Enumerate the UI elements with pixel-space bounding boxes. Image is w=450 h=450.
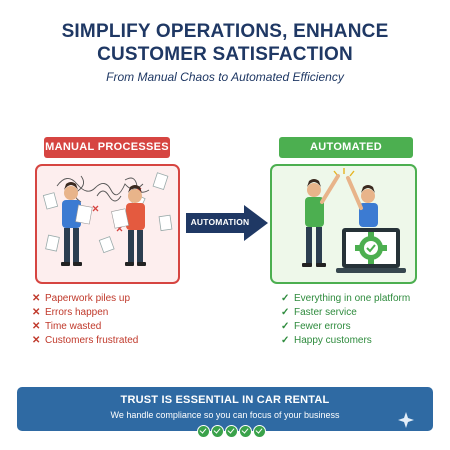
check-badge-icon: [197, 425, 210, 438]
manual-processes-label: MANUAL PROCESSES: [44, 137, 170, 158]
page-subtitle: From Manual Chaos to Automated Efficienc…: [106, 70, 344, 84]
check-badge-icon: [211, 425, 224, 438]
list-item: ✓Fewer errors: [281, 321, 351, 332]
x-mark-icon: ✕: [32, 321, 41, 332]
sparkle-icon: [398, 412, 414, 428]
title-line-2: CUSTOMER SATISFACTION: [97, 44, 353, 65]
check-icon: ✓: [281, 321, 290, 332]
list-item: ✕Paperwork piles up: [32, 293, 131, 304]
automated-platform-illustration: [270, 164, 417, 284]
automation-arrow-label: AUTOMATION: [190, 217, 250, 227]
manual-processes-illustration: [35, 164, 180, 284]
check-icon: ✓: [281, 335, 290, 346]
check-icon: ✓: [281, 307, 290, 318]
x-mark-icon: ✕: [32, 335, 41, 346]
stressed-person-left: [61, 182, 93, 266]
happy-person-right: [346, 176, 378, 227]
gear-check-icon: [355, 232, 387, 264]
check-badge-icon: [225, 425, 238, 438]
automated-platform-label: AUTOMATED PLATFORM: [279, 137, 413, 174]
check-icon: ✓: [281, 293, 290, 304]
list-item: ✕Customers frustrated: [32, 335, 139, 346]
trust-banner: TRUST IS ESSENTIAL IN CAR RENTAL We hand…: [17, 387, 433, 431]
list-item: ✓Happy customers: [281, 335, 372, 346]
banner-title: TRUST IS ESSENTIAL IN CAR RENTAL: [120, 394, 330, 406]
automated-benefits-list: ✓Everything in one platform ✓Faster serv…: [281, 292, 410, 348]
check-badges: [197, 425, 267, 438]
check-badge-icon: [253, 425, 266, 438]
manual-problems-list: ✕Paperwork piles up ✕Errors happen ✕Time…: [32, 292, 138, 348]
banner-subtitle: We handle compliance so you can focus of…: [110, 410, 340, 420]
list-item: ✕Errors happen: [32, 307, 109, 318]
stressed-person-right: [111, 185, 146, 266]
title-line-1: SIMPLIFY OPERATIONS, ENHANCE: [61, 21, 389, 42]
list-item: ✓Everything in one platform: [281, 293, 411, 304]
check-badge-icon: [239, 425, 252, 438]
list-item: ✓Faster service: [281, 307, 357, 318]
x-mark-icon: ✕: [32, 293, 41, 304]
happy-person-left: [302, 174, 340, 267]
automation-arrow: AUTOMATION: [186, 205, 268, 241]
x-mark-icon: ✕: [32, 307, 41, 318]
page-title: SIMPLIFY OPERATIONS, ENHANCE CUSTOMER SA…: [0, 20, 450, 66]
list-item: ✕Time wasted: [32, 321, 102, 332]
